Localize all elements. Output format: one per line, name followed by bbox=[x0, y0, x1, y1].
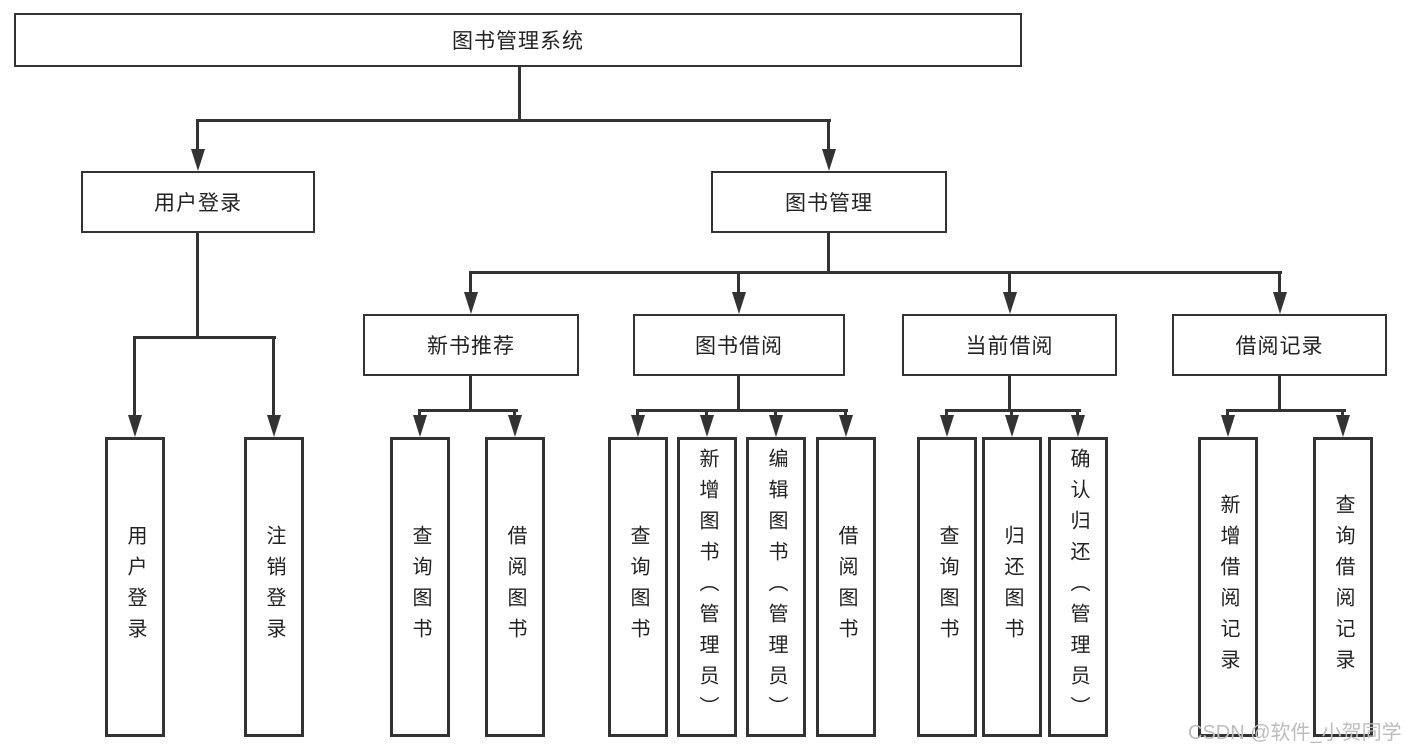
node-user-login: 用户登录 bbox=[81, 171, 315, 233]
connector-drop bbox=[133, 336, 136, 417]
node-new-book-recommend: 新书推荐 bbox=[363, 314, 579, 376]
leaf-label: 注销登录 bbox=[263, 525, 285, 649]
arrow-down-icon bbox=[940, 415, 954, 437]
connector-root-hbar bbox=[196, 119, 831, 122]
connector-drop bbox=[196, 119, 199, 151]
connector-current-stem bbox=[1008, 376, 1011, 411]
connector-drop bbox=[469, 271, 472, 294]
connector-drop bbox=[1010, 409, 1013, 417]
leaf-label: 用户登录 bbox=[124, 525, 146, 649]
node-current-borrow: 当前借阅 bbox=[902, 314, 1117, 376]
node-root: 图书管理系统 bbox=[14, 13, 1022, 67]
connector-records-stem bbox=[1278, 376, 1281, 411]
arrow-down-icon bbox=[1005, 415, 1019, 437]
leaf-label: 新增图书（管理员） bbox=[696, 447, 718, 727]
connector-drop bbox=[1341, 409, 1344, 417]
connector-drop bbox=[737, 271, 740, 294]
leaf-label: 新增借阅记录 bbox=[1217, 494, 1239, 680]
connector-drop bbox=[1278, 271, 1281, 294]
arrow-down-icon bbox=[732, 292, 746, 314]
connector-recommend-hbar bbox=[418, 409, 518, 412]
connector-drop bbox=[636, 409, 639, 417]
arrow-down-icon bbox=[191, 149, 205, 171]
arrow-down-icon bbox=[128, 415, 142, 437]
connector-login-hbar bbox=[133, 336, 276, 339]
node-label: 当前借阅 bbox=[965, 335, 1054, 358]
node-label: 借阅记录 bbox=[1235, 335, 1324, 358]
arrow-down-icon bbox=[822, 149, 836, 171]
arrow-down-icon bbox=[631, 415, 645, 437]
arrow-down-icon bbox=[1003, 292, 1017, 314]
node-label: 用户登录 bbox=[154, 192, 242, 215]
arrow-down-icon bbox=[839, 415, 853, 437]
arrow-down-icon bbox=[267, 415, 281, 437]
node-book-borrow: 图书借阅 bbox=[633, 314, 845, 376]
connector-mgmt-hbar bbox=[469, 271, 1282, 274]
connector-drop bbox=[827, 119, 830, 151]
leaf-borrow-books: 借阅图书 bbox=[816, 437, 876, 737]
connector-drop bbox=[945, 409, 948, 417]
leaf-return-books: 归还图书 bbox=[982, 437, 1042, 737]
connector-drop bbox=[844, 409, 847, 417]
leaf-add-borrow-record: 新增借阅记录 bbox=[1198, 437, 1258, 737]
leaf-add-book-admin: 新增图书（管理员） bbox=[677, 437, 737, 737]
leaf-confirm-return-admin: 确认归还（管理员） bbox=[1048, 437, 1108, 737]
node-root-label: 图书管理系统 bbox=[452, 30, 584, 53]
connector-drop bbox=[774, 409, 777, 417]
node-book-management: 图书管理 bbox=[711, 171, 947, 233]
leaf-label: 确认归还（管理员） bbox=[1067, 447, 1089, 727]
leaf-query-books-recommend: 查询图书 bbox=[390, 437, 450, 737]
node-label: 新书推荐 bbox=[427, 335, 515, 358]
leaf-label: 归还图书 bbox=[1001, 525, 1023, 649]
leaf-label: 查询借阅记录 bbox=[1332, 494, 1354, 680]
connector-current-hbar bbox=[945, 409, 1081, 412]
node-borrow-records: 借阅记录 bbox=[1172, 314, 1387, 376]
arrow-down-icon bbox=[700, 415, 714, 437]
leaf-label: 借阅图书 bbox=[504, 525, 526, 649]
leaf-query-books-borrow: 查询图书 bbox=[608, 437, 668, 737]
leaf-query-borrow-record: 查询借阅记录 bbox=[1313, 437, 1373, 737]
arrow-down-icon bbox=[1336, 415, 1350, 437]
csdn-watermark: CSDN @软件_小贺同学 bbox=[1188, 722, 1402, 744]
leaf-query-books-current: 查询图书 bbox=[917, 437, 977, 737]
connector-drop bbox=[1226, 409, 1229, 417]
leaf-label: 编辑图书（管理员） bbox=[765, 447, 787, 727]
connector-borrow-stem bbox=[737, 376, 740, 411]
connector-drop bbox=[705, 409, 708, 417]
leaf-label: 查询图书 bbox=[627, 525, 649, 649]
arrow-down-icon bbox=[413, 415, 427, 437]
connector-drop bbox=[272, 336, 275, 417]
arrow-down-icon bbox=[508, 415, 522, 437]
leaf-logout: 注销登录 bbox=[244, 437, 304, 737]
connector-login-stem bbox=[196, 233, 199, 338]
connector-mgmt-stem bbox=[827, 233, 830, 273]
connector-drop bbox=[1008, 271, 1011, 294]
leaf-label: 查询图书 bbox=[936, 525, 958, 649]
node-label: 图书管理 bbox=[785, 192, 873, 215]
arrow-down-icon bbox=[1273, 292, 1287, 314]
connector-borrow-hbar bbox=[636, 409, 848, 412]
arrow-down-icon bbox=[1221, 415, 1235, 437]
arrow-down-icon bbox=[464, 292, 478, 314]
arrow-down-icon bbox=[769, 415, 783, 437]
leaf-borrow-books-recommend: 借阅图书 bbox=[485, 437, 545, 737]
connector-records-hbar bbox=[1226, 409, 1346, 412]
connector-drop bbox=[1076, 409, 1079, 417]
connector-drop bbox=[418, 409, 421, 417]
leaf-edit-book-admin: 编辑图书（管理员） bbox=[746, 437, 806, 737]
connector-root-stem bbox=[518, 67, 521, 120]
leaf-user-login: 用户登录 bbox=[105, 437, 165, 737]
connector-drop bbox=[513, 409, 516, 417]
node-label: 图书借阅 bbox=[695, 335, 783, 358]
arrow-down-icon bbox=[1071, 415, 1085, 437]
connector-recommend-stem bbox=[469, 376, 472, 411]
leaf-label: 查询图书 bbox=[409, 525, 431, 649]
leaf-label: 借阅图书 bbox=[835, 525, 857, 649]
